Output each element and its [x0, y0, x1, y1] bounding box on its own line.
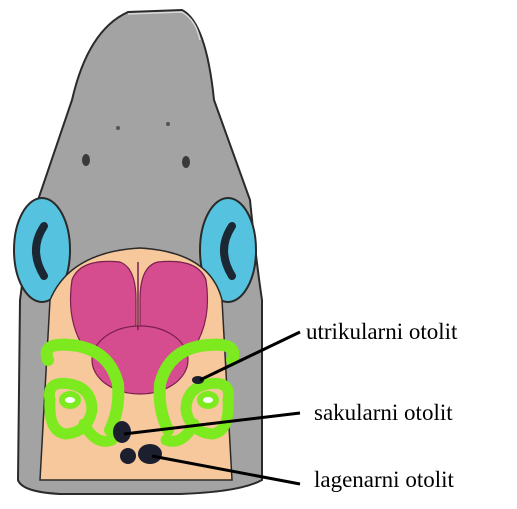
left-pore [116, 126, 120, 130]
lagenar-otolith [138, 444, 162, 464]
right-nostril [182, 156, 190, 168]
lagenar-otolith-label: lagenarni otolit [314, 468, 454, 491]
utricular-otolith-label: utrikularni otolit [306, 320, 457, 343]
saccular-otolith-label: sakularni otolit [314, 401, 453, 424]
lagenar-otolith-left [120, 448, 136, 464]
right-pore [166, 122, 170, 126]
left-nostril [82, 154, 90, 166]
